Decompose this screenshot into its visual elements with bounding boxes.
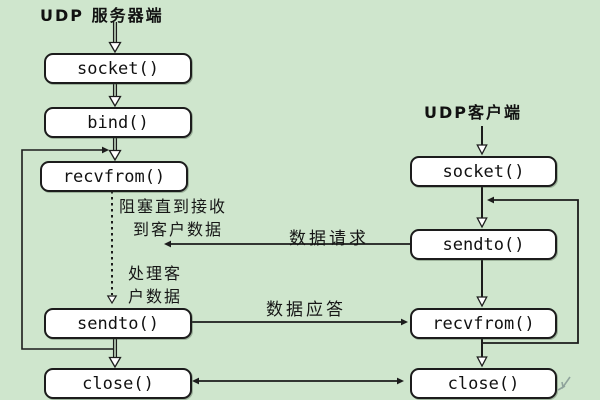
arrow-client-title-to-socket xyxy=(476,126,488,156)
client-box-socket: socket() xyxy=(410,156,557,187)
arrow-server-bind-to-recvfrom xyxy=(108,134,122,162)
arrow-close-to-close xyxy=(192,377,404,385)
arrow-server-socket-to-bind xyxy=(108,81,122,108)
client-title: UDP客户端 xyxy=(424,103,523,122)
client-box-close: close() xyxy=(410,368,557,399)
server-box-close: close() xyxy=(44,368,192,399)
blocking-note-line1: 阻塞直到接收 xyxy=(119,197,228,216)
client-box-sendto: sendto() xyxy=(410,229,557,260)
arrow-data-request xyxy=(164,240,410,248)
server-box-socket: socket() xyxy=(44,53,192,84)
data-request-label: 数据请求 xyxy=(289,229,369,249)
server-box-bind: bind() xyxy=(44,107,192,138)
server-title: UDP 服务器端 xyxy=(40,6,164,25)
loop-server-sendto-to-recvfrom xyxy=(21,146,114,350)
blocking-note-line2: 到客户数据 xyxy=(133,220,224,239)
arrow-client-socket-to-sendto xyxy=(476,183,488,229)
arrow-server-title-to-socket xyxy=(108,22,122,54)
client-box-recvfrom: recvfrom() xyxy=(410,308,557,339)
arrow-client-sendto-to-recvfrom xyxy=(476,256,488,308)
processing-note-line2: 户数据 xyxy=(128,287,183,306)
server-box-recvfrom: recvfrom() xyxy=(40,161,188,192)
arrow-server-sendto-to-close xyxy=(108,335,122,369)
dotted-blocking-line xyxy=(106,191,118,305)
processing-note-line1: 处理客 xyxy=(128,264,183,283)
data-reply-label: 数据应答 xyxy=(266,300,346,320)
arrow-client-recvfrom-to-close xyxy=(476,336,488,368)
arrow-data-reply xyxy=(190,318,408,326)
stray-cursor-mark xyxy=(557,376,571,391)
loop-client-recvfrom-to-sendto xyxy=(482,196,579,344)
server-box-sendto: sendto() xyxy=(44,308,192,339)
